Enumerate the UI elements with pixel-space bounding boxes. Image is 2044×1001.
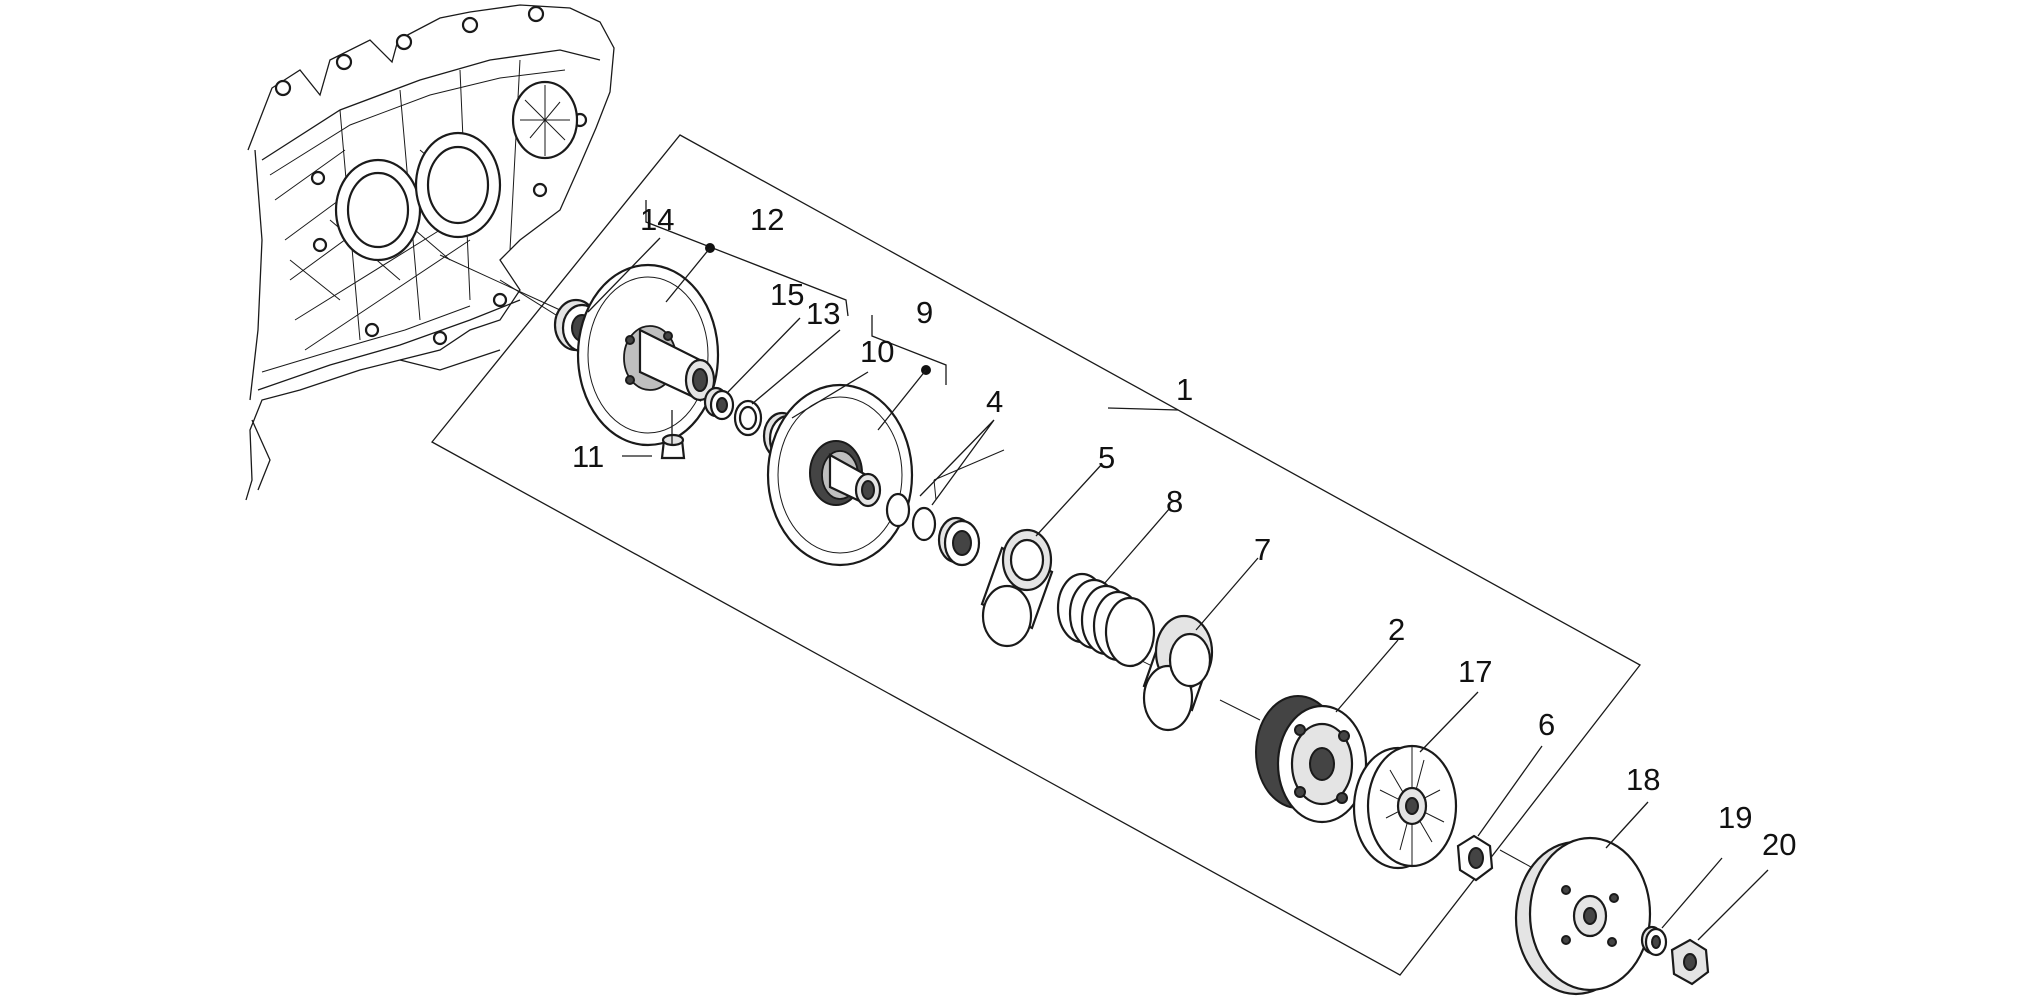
part-13-oring — [733, 399, 763, 437]
callout-1: 1 — [1176, 372, 1193, 407]
callout-8: 8 — [1166, 484, 1183, 519]
part-7-spring-cup — [1142, 614, 1214, 732]
part-17-fan — [1352, 744, 1458, 870]
part-15-bushing — [703, 386, 735, 421]
callout-9: 9 — [916, 295, 933, 330]
callout-7: 7 — [1254, 532, 1271, 567]
callout-5: 5 — [1098, 440, 1115, 475]
callout-14: 14 — [640, 202, 674, 237]
callout-15: 15 — [770, 277, 804, 312]
leader-lines — [587, 237, 1769, 941]
group-9-bracket — [871, 315, 947, 385]
part-6-nut — [1456, 834, 1494, 882]
callout-10: 10 — [860, 334, 894, 369]
callout-labels: 14 12 15 13 9 10 4 1 5 8 7 11 2 17 6 18 … — [572, 202, 1796, 862]
part-4-bearing — [937, 516, 981, 567]
part-2-clutch — [1255, 695, 1368, 824]
part-12-fixed-pulley — [576, 263, 720, 447]
part-19-washer — [1640, 925, 1668, 957]
callout-4: 4 — [986, 384, 1003, 419]
part-9-movable-pulley — [766, 383, 914, 567]
part-4-orings — [885, 492, 937, 542]
part-11-grease-nipple — [660, 410, 686, 460]
callout-18: 18 — [1626, 762, 1660, 797]
callout-6: 6 — [1538, 707, 1555, 742]
part-5-sleeve — [980, 528, 1054, 648]
callout-13: 13 — [806, 296, 840, 331]
callout-17: 17 — [1458, 654, 1492, 689]
group-4-vshape — [933, 449, 1005, 501]
callout-20: 20 — [1762, 827, 1796, 862]
crankcase-housing — [245, 4, 615, 501]
callout-12: 12 — [750, 202, 784, 237]
part-20-nut — [1670, 938, 1710, 986]
group-12-bracket — [645, 200, 849, 317]
callout-19: 19 — [1718, 800, 1752, 835]
kit-1-outline — [431, 134, 1641, 976]
part-8-spring — [1056, 572, 1156, 668]
callout-2: 2 — [1388, 612, 1405, 647]
callout-11: 11 — [572, 439, 604, 474]
part-18-clutch-bell — [1514, 836, 1652, 996]
